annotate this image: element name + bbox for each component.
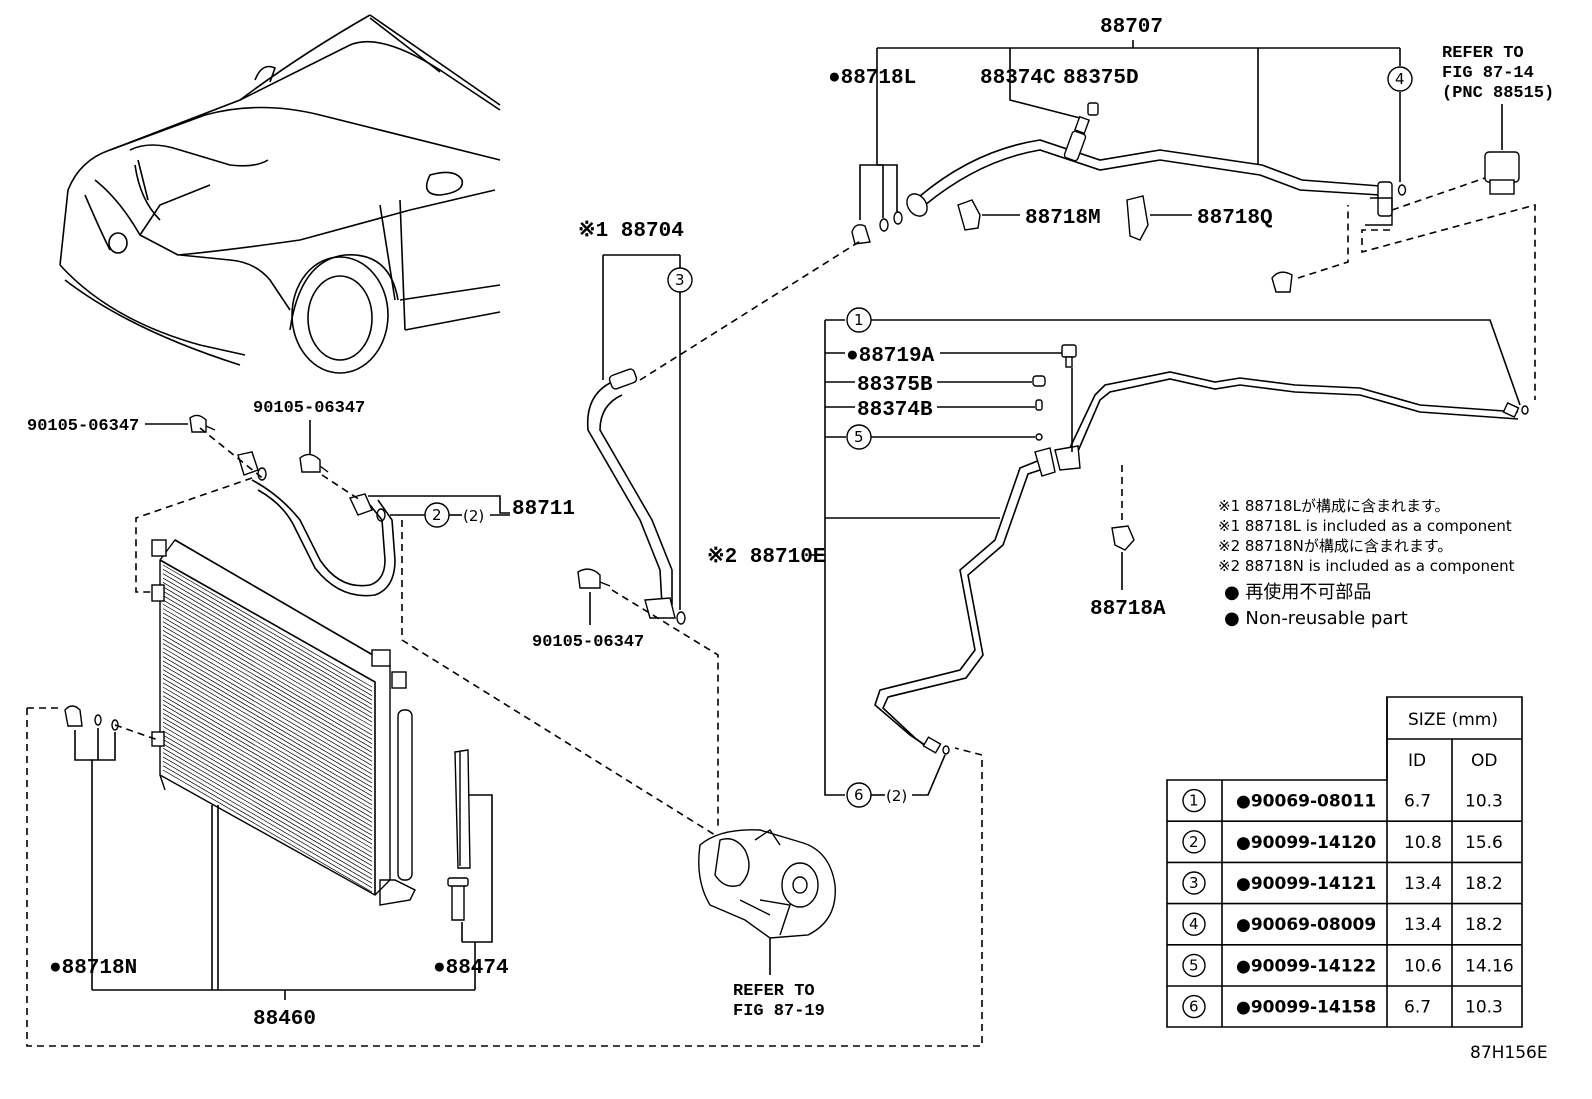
row-od: 14.16: [1465, 956, 1514, 976]
row-id: 6.7: [1404, 998, 1431, 1018]
label-88375B: 88375B: [857, 374, 933, 397]
figure-id: 87H156E: [1470, 1043, 1548, 1063]
note-2-jp: ※2 88718Nが構成に含まれます。: [1218, 537, 1452, 555]
label-88718M: 88718M: [1025, 207, 1101, 230]
note-nonreusable-en: ● Non-reusable part: [1224, 608, 1408, 629]
row-mark: 1: [1189, 792, 1199, 810]
svg-text:3: 3: [675, 271, 685, 289]
row-id: 6.7: [1404, 792, 1431, 812]
note-nonreusable-jp: ● 再使用不可部品: [1224, 582, 1371, 603]
row-mark-circle: [1182, 830, 1206, 854]
size-table: SIZE (mm) ID OD 1 ●90069-08011 6.7 10.3 2 ●90…: [1166, 696, 1523, 1028]
circle-4: [1387, 66, 1413, 92]
label-88707: 88707: [1100, 16, 1163, 39]
label-88719A: ●88719A: [846, 345, 935, 368]
row-part-number: ●90099-14121: [1236, 874, 1376, 894]
row-od: 18.2: [1465, 874, 1503, 894]
row-od: 15.6: [1465, 833, 1503, 853]
label-90105-b: 90105-06347: [253, 399, 365, 418]
label-88374B: 88374B: [857, 399, 933, 422]
row-mark: 5: [1189, 956, 1199, 974]
table-header-od: OD: [1471, 751, 1497, 771]
svg-text:REFER TO: REFER TO: [733, 982, 815, 1001]
row-mark: 4: [1189, 915, 1199, 933]
table-header-id: ID: [1408, 751, 1426, 771]
table-header-size: SIZE (mm): [1408, 710, 1498, 730]
row-id: 10.8: [1404, 833, 1442, 853]
qty-2-b: (2): [886, 787, 907, 805]
svg-text:6: 6: [854, 786, 864, 804]
table-row: 4 ●90069-08009 13.4 18.2: [1182, 912, 1503, 936]
table-row: 1 ●90069-08011 6.7 10.3: [1182, 788, 1503, 813]
row-id: 10.6: [1404, 956, 1442, 976]
row-mark: 2: [1189, 833, 1199, 851]
note-2-en: ※2 88718N is included as a component: [1218, 557, 1515, 575]
label-88704: ※1 88704: [578, 219, 684, 243]
row-mark: 6: [1189, 998, 1199, 1016]
svg-text:(PNC 88515): (PNC 88515): [1442, 84, 1554, 103]
row-part-number: ●90099-14158: [1236, 998, 1376, 1018]
row-mark-circle: [1182, 994, 1206, 1019]
hose-88711: [237, 451, 396, 597]
label-88375D: 88375D: [1063, 67, 1139, 90]
label-88374C: 88374C: [980, 67, 1056, 90]
label-88711: 88711: [512, 498, 575, 521]
label-88718A: 88718A: [1090, 598, 1166, 621]
svg-text:1: 1: [854, 311, 864, 329]
label-88718N: ●88718N: [49, 957, 137, 980]
car-illustration: [59, 14, 501, 374]
label-88710E: ※2 88710E: [707, 545, 825, 569]
row-mark-circle: [1182, 871, 1206, 895]
svg-text:4: 4: [1395, 70, 1405, 88]
row-mark-circle: [1182, 953, 1206, 978]
svg-text:2: 2: [432, 506, 442, 524]
row-od: 10.3: [1465, 792, 1503, 812]
hose-88707: 88707: [876, 16, 1407, 226]
label-90105-c: 90105-06347: [532, 633, 644, 652]
notes: ※1 88718Lが構成に含まれます。 ※1 88718L is include…: [1218, 497, 1515, 629]
table-row: 2 ●90099-14120 10.8 15.6: [1182, 830, 1503, 854]
table-row: 6 ●90099-14158 6.7 10.3: [1182, 994, 1503, 1019]
row-mark: 3: [1189, 874, 1199, 892]
row-mark-circle: [1182, 912, 1206, 936]
label-88718Q: 88718Q: [1197, 207, 1273, 230]
hose-88704: [586, 368, 686, 625]
svg-text:FIG 87-19: FIG 87-19: [733, 1002, 825, 1021]
row-part-number: ●90099-14120: [1236, 833, 1376, 853]
qty-2-a: (2): [463, 507, 484, 525]
row-part-number: ●90069-08009: [1236, 915, 1376, 935]
label-88474: ●88474: [433, 957, 509, 980]
svg-text:FIG 87-14: FIG 87-14: [1442, 64, 1534, 83]
row-part-number: ●90069-08011: [1236, 792, 1376, 812]
table-row: 5 ●90099-14122 10.6 14.16: [1182, 953, 1514, 978]
label-90105-a: 90105-06347: [27, 417, 139, 436]
compressor: [698, 829, 836, 939]
row-part-number: ●90099-14122: [1236, 956, 1376, 976]
note-1-en: ※1 88718L is included as a component: [1218, 517, 1512, 535]
row-od: 18.2: [1465, 915, 1503, 935]
row-id: 13.4: [1404, 874, 1442, 894]
label-88460: 88460: [253, 1008, 316, 1031]
label-88718L: ●88718L: [828, 67, 916, 90]
svg-text:5: 5: [854, 428, 864, 446]
svg-text:REFER TO: REFER TO: [1442, 44, 1524, 63]
row-id: 13.4: [1404, 915, 1442, 935]
note-1-jp: ※1 88718Lが構成に含まれます。: [1218, 497, 1449, 515]
circle-3: [667, 267, 693, 293]
row-od: 10.3: [1465, 998, 1503, 1018]
table-row: 3 ●90099-14121 13.4 18.2: [1182, 871, 1503, 895]
row-mark-circle: [1182, 788, 1206, 813]
tube-88710E: [874, 344, 1529, 755]
